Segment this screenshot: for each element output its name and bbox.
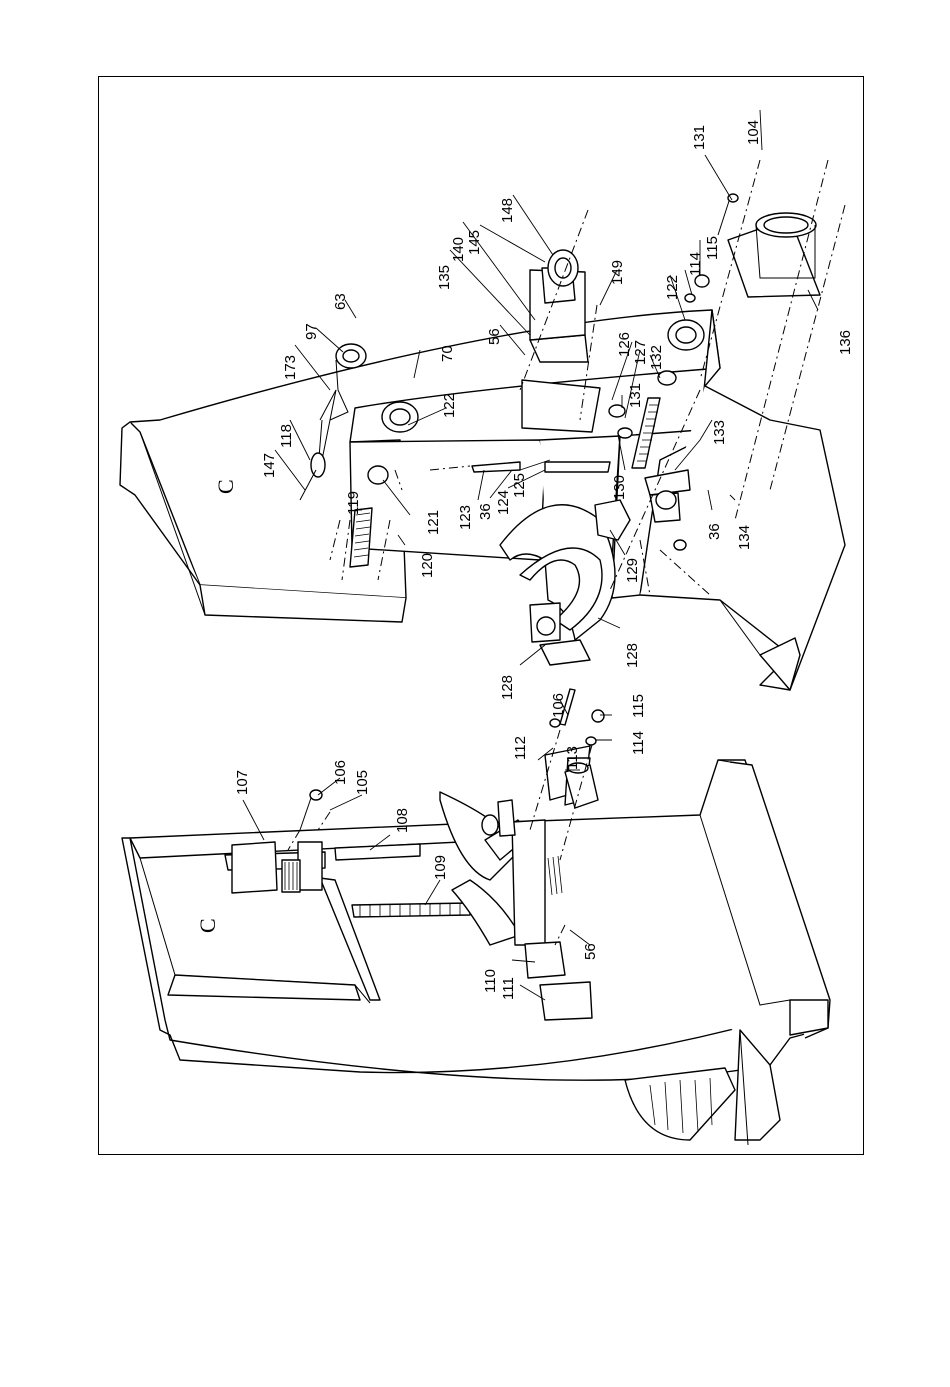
label-135: 135 — [436, 265, 453, 290]
label-140: 140 — [450, 237, 467, 262]
label-115-upper: 115 — [704, 236, 721, 260]
label-129: 129 — [624, 558, 641, 583]
label-122-right: 122 — [664, 275, 681, 300]
label-36-lower: 36 — [706, 523, 723, 540]
label-111: 111 — [500, 977, 517, 1000]
label-173: 173 — [282, 355, 299, 380]
label-112: 112 — [512, 736, 529, 760]
label-122-left: 122 — [441, 393, 458, 418]
label-124: 124 — [495, 490, 512, 515]
label-131-upper: 131 — [691, 125, 708, 150]
label-132: 132 — [648, 345, 665, 370]
label-110: 110 — [482, 969, 499, 993]
label-148: 148 — [499, 198, 516, 223]
label-105: 105 — [354, 770, 371, 795]
label-134: 134 — [736, 525, 753, 550]
label-118: 118 — [278, 424, 295, 448]
label-125: 125 — [511, 473, 528, 498]
label-70: 70 — [439, 345, 456, 362]
label-127: 127 — [632, 340, 649, 365]
panel-letter-upper: C — [213, 479, 238, 494]
label-63: 63 — [332, 293, 349, 310]
label-128-left: 128 — [499, 675, 516, 700]
label-97: 97 — [303, 323, 320, 340]
label-147: 147 — [261, 453, 278, 478]
label-121: 121 — [425, 510, 442, 535]
label-126: 126 — [616, 332, 633, 357]
label-119: 119 — [345, 491, 362, 515]
lower-column-panel — [122, 746, 830, 1145]
label-108: 108 — [394, 808, 411, 833]
label-123: 123 — [457, 505, 474, 530]
label-104: 104 — [745, 120, 762, 145]
label-106-center: 106 — [550, 693, 567, 718]
label-113: 113 — [564, 746, 581, 770]
label-136: 136 — [837, 330, 854, 355]
label-114-upper: 114 — [687, 252, 704, 276]
label-56-upper: 56 — [486, 328, 503, 345]
label-131-lower: 131 — [627, 383, 644, 408]
upper-column-panel — [120, 310, 845, 690]
label-149: 149 — [609, 260, 626, 285]
label-115-lower: 115 — [630, 694, 647, 718]
label-109: 109 — [432, 855, 449, 880]
label-114-lower: 114 — [630, 731, 647, 755]
label-106-lower: 106 — [332, 760, 349, 785]
label-56-lower: 56 — [582, 943, 599, 960]
label-128-right: 128 — [624, 643, 641, 668]
label-145: 145 — [466, 230, 483, 255]
panel-letter-lower: C — [195, 918, 220, 933]
label-130: 130 — [611, 475, 628, 500]
label-36-upper: 36 — [477, 503, 494, 520]
label-120: 120 — [419, 553, 436, 578]
label-107: 107 — [234, 770, 251, 795]
label-133: 133 — [711, 420, 728, 445]
